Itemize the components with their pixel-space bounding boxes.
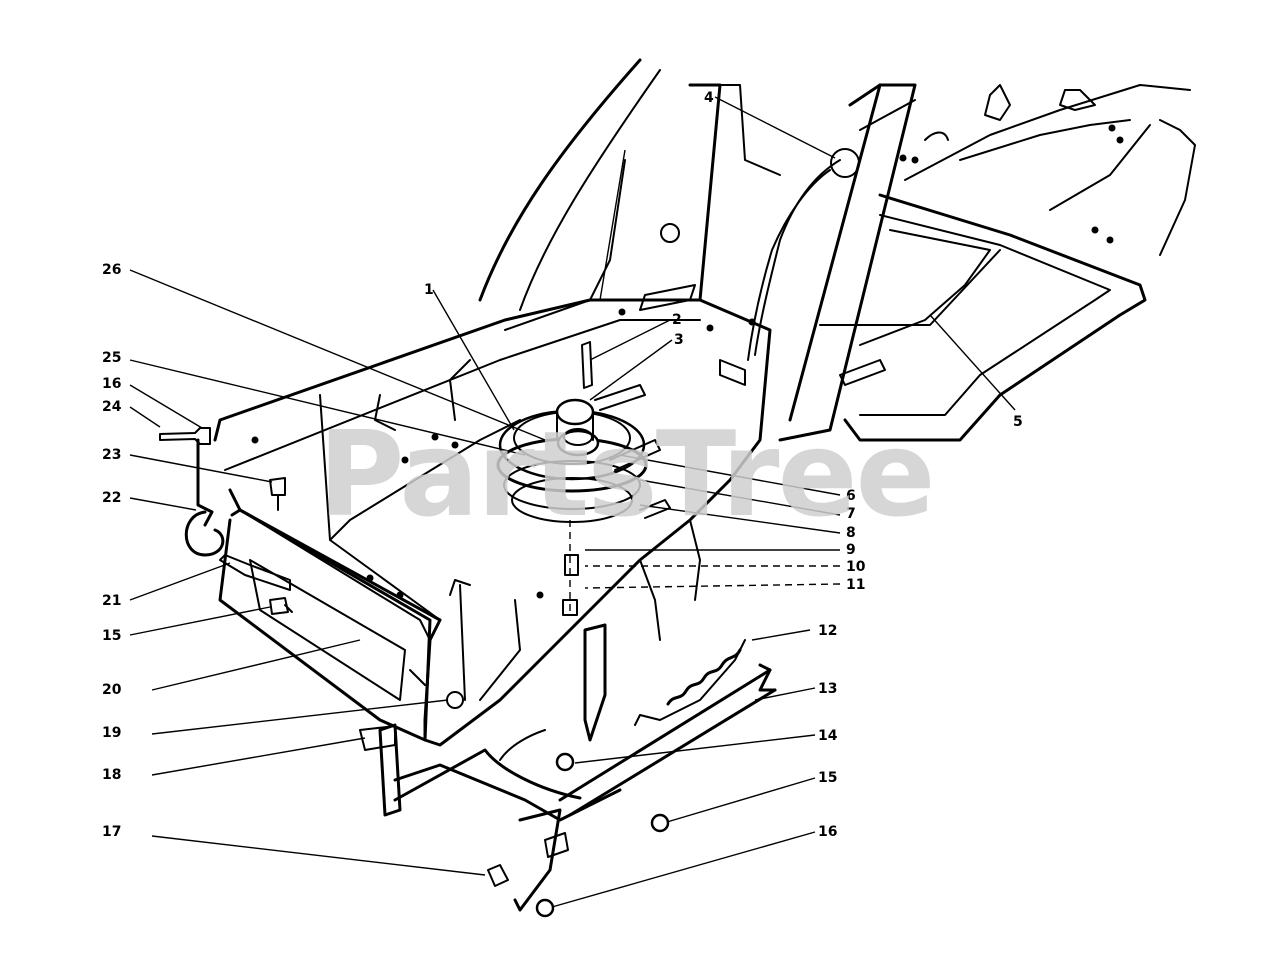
callout-21: 21 [102,593,121,609]
callout-23: 23 [102,447,121,463]
callout-3: 3 [674,332,684,348]
callout-16-lower: 16 [818,824,837,840]
callout-13: 13 [818,681,837,697]
callout-1: 1 [424,282,434,298]
callout-12: 12 [818,623,837,639]
chassis-drawing [159,58,1196,918]
callout-15-lower: 15 [818,770,837,786]
callout-6: 6 [846,488,856,504]
callout-2: 2 [672,312,682,328]
callout-16-upper: 16 [102,376,121,392]
callout-19: 19 [102,725,121,741]
callout-10: 10 [846,559,866,575]
callout-7: 7 [846,506,856,522]
callout-24: 24 [102,399,122,415]
callout-20: 20 [102,682,122,698]
callout-18: 18 [102,767,121,783]
callout-26: 26 [102,262,121,278]
callout-5: 5 [1013,414,1023,430]
callout-8: 8 [846,525,856,541]
callout-4: 4 [704,90,714,106]
callout-15-upper: 15 [102,628,121,644]
callout-9: 9 [846,542,856,558]
callout-14: 14 [818,728,838,744]
callout-22: 22 [102,490,121,506]
callout-25: 25 [102,350,121,366]
callout-labels: 1 2 3 4 5 6 7 8 9 10 11 12 13 14 15 15 1… [102,90,1023,840]
callout-17: 17 [102,824,121,840]
callout-11: 11 [846,577,865,593]
leader-lines [129,96,1016,908]
